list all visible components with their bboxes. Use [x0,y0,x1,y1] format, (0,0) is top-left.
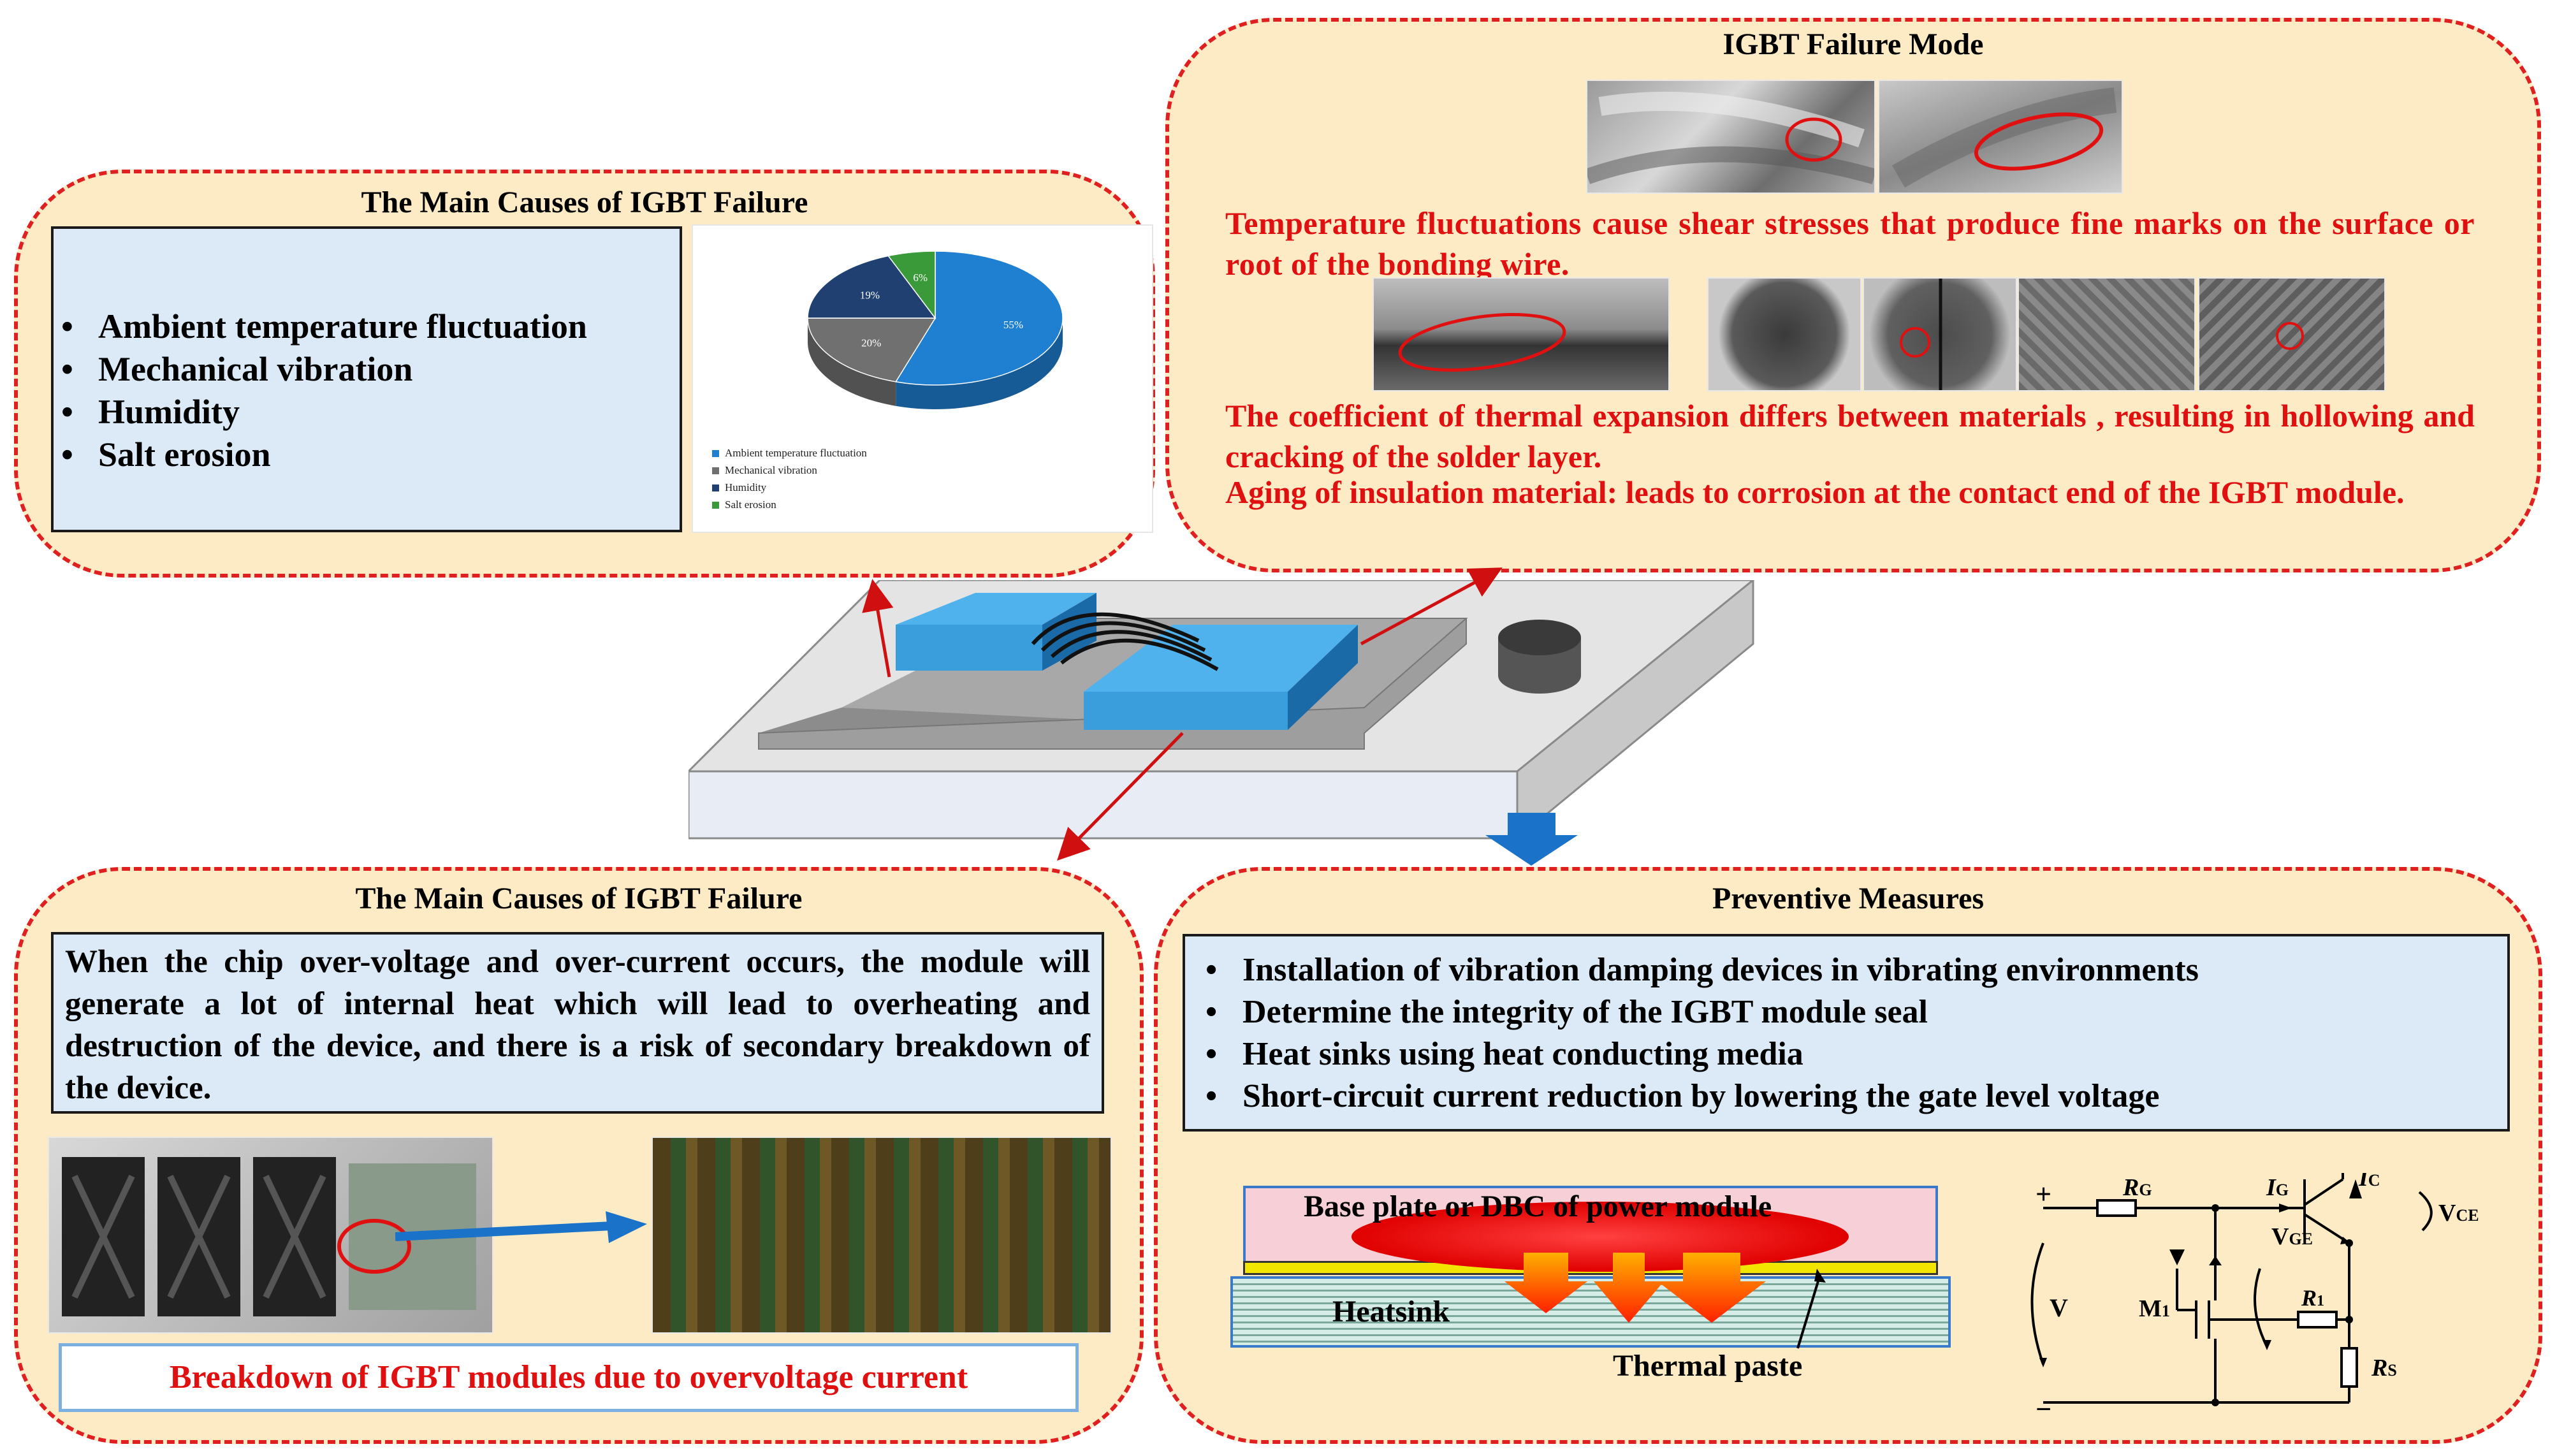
svg-text:V: V [2050,1293,2068,1322]
blue-arrow-icon [395,1211,647,1243]
heatsink-label: Heatsink [1332,1295,1450,1329]
pie-slice-label: 20% [861,337,881,349]
overvoltage-text-box: When the chip over-voltage and over-curr… [51,932,1104,1114]
gate-driver-circuit: + − RG IG IC VCE VGE V M1 R1 RS [2030,1173,2479,1425]
causes-bullet: Mechanical vibration [61,348,680,391]
legend-swatch [712,450,719,457]
caption-box: Breakdown of IGBT modules due to overvol… [59,1343,1079,1412]
burnt-circuit-photo [652,1137,1112,1334]
svg-text:RS: RS [2371,1355,2397,1381]
bond-wire-sem-image-1 [1586,80,1876,194]
pie-slice-label: 55% [1003,319,1023,331]
pie-slice-side [896,318,1063,409]
preventive-bullet: Heat sinks using heat conducting media [1206,1033,2507,1075]
pie-chart: 55% 20% 19% 6% Ambient temperature fluctuati… [712,251,1063,511]
legend-label: Ambient temperature fluctuation [725,447,867,459]
preventive-bullet: Installation of vibration damping device… [1206,949,2507,991]
igbt-module-3d-diagram [688,580,1755,841]
svg-text:VCE: VCE [2438,1200,2479,1227]
heat-flow-illustration [1351,1202,1849,1349]
legend-swatch [712,467,719,474]
pie-slice-label: 6% [913,272,928,284]
legend-label: Salt erosion [725,499,776,511]
pie-chart-box: 55% 20% 19% 6% Ambient temperature fluctuati… [692,224,1153,533]
solder-crack-image [1373,277,1670,391]
svg-text:M1: M1 [2139,1295,2170,1322]
failure-text-bond-wire: Temperature fluctuations cause shear str… [1225,205,2475,282]
solder-texture-image-2 [2198,277,2386,391]
legend-label: Humidity [725,481,767,493]
preventive-bullet: Short-circuit current reduction by lower… [1206,1075,2507,1117]
svg-text:VGE: VGE [2271,1223,2313,1250]
causes-bullet: Ambient temperature fluctuation [61,305,680,348]
causes-panel-title: The Main Causes of IGBT Failure [361,186,808,219]
causes-bullet: Humidity [61,391,680,433]
causes-list-box: Ambient temperature fluctuation Mechanic… [51,226,682,532]
plus-terminal: + [2036,1179,2051,1210]
overvoltage-panel-title: The Main Causes of IGBT Failure [355,882,803,915]
failure-text-solder: The coefficient of thermal expansion dif… [1225,398,2475,474]
preventive-bullet: Determine the integrity of the IGBT modu… [1206,991,2507,1033]
legend-label: Mechanical vibration [725,464,817,476]
causes-bullet: Salt erosion [61,433,680,476]
thermal-paste-label: Thermal paste [1613,1349,1803,1383]
overvoltage-description: When the chip over-voltage and over-curr… [65,944,1090,1106]
solder-void-image-2 [1863,277,2017,391]
pie-slice-side [808,318,896,406]
pie-slice [807,317,936,382]
preventive-bullet-list: Installation of vibration damping device… [1206,949,2507,1117]
pie-slice [807,255,936,319]
failure-text-insulation: Aging of insulation material: leads to c… [1225,474,2405,510]
legend-swatch [712,502,719,509]
pie-slice [887,251,936,320]
preventive-list-box: Installation of vibration damping device… [1183,934,2510,1132]
svg-text:IG: IG [2266,1174,2289,1201]
bond-wire-sem-image-2 [1878,80,2123,194]
preventive-panel-title: Preventive Measures [1712,882,1985,915]
legend-swatch [712,484,719,491]
pie-slice-label: 19% [860,289,880,301]
svg-text:IC: IC [2358,1173,2380,1191]
solder-void-image-1 [1707,277,1861,391]
breakdown-caption: Breakdown of IGBT modules due to overvol… [169,1359,968,1395]
failure-mode-title: IGBT Failure Mode [1723,27,1984,61]
causes-bullet-list: Ambient temperature fluctuation Mechanic… [61,305,680,476]
heatsink-diagram: Base plate or DBC of power module Heatsi… [1230,1186,1983,1390]
minus-terminal: − [2036,1394,2051,1425]
solder-texture-image-1 [2018,277,2196,391]
svg-text:RG: RG [2122,1174,2152,1201]
svg-text:R1: R1 [2301,1285,2324,1311]
base-plate-label: Base plate or DBC of power module [1304,1190,1772,1223]
pie-slice [894,251,1063,386]
heatsink-block [1230,1276,1951,1348]
